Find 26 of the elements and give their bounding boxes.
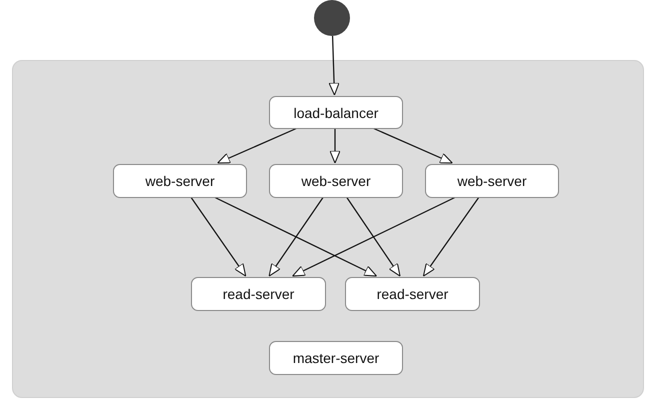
arrow bbox=[292, 196, 456, 277]
node-label: web-server bbox=[145, 173, 215, 189]
group-panel bbox=[12, 60, 644, 398]
arrow bbox=[214, 196, 378, 277]
server-box bbox=[269, 164, 403, 198]
server-box bbox=[345, 277, 480, 311]
node-label: read-server bbox=[222, 286, 294, 302]
server-box bbox=[191, 277, 326, 311]
arrow bbox=[328, 36, 340, 96]
server-box bbox=[269, 96, 403, 129]
arrow bbox=[190, 196, 246, 276]
node-label: master-server bbox=[292, 350, 380, 366]
arrow bbox=[268, 196, 324, 276]
server-box bbox=[269, 341, 403, 375]
arrow bbox=[330, 128, 340, 164]
server-box bbox=[425, 164, 559, 198]
node-label: load-balancer bbox=[294, 104, 378, 120]
node-label: web-server bbox=[457, 173, 527, 189]
server-box bbox=[113, 164, 247, 198]
arrow bbox=[372, 127, 453, 164]
arrow bbox=[422, 196, 480, 276]
arrow bbox=[346, 196, 400, 276]
start-circle bbox=[314, 0, 350, 36]
node-label: read-server bbox=[376, 286, 448, 302]
arrow bbox=[217, 127, 298, 164]
node-label: web-server bbox=[301, 173, 371, 189]
